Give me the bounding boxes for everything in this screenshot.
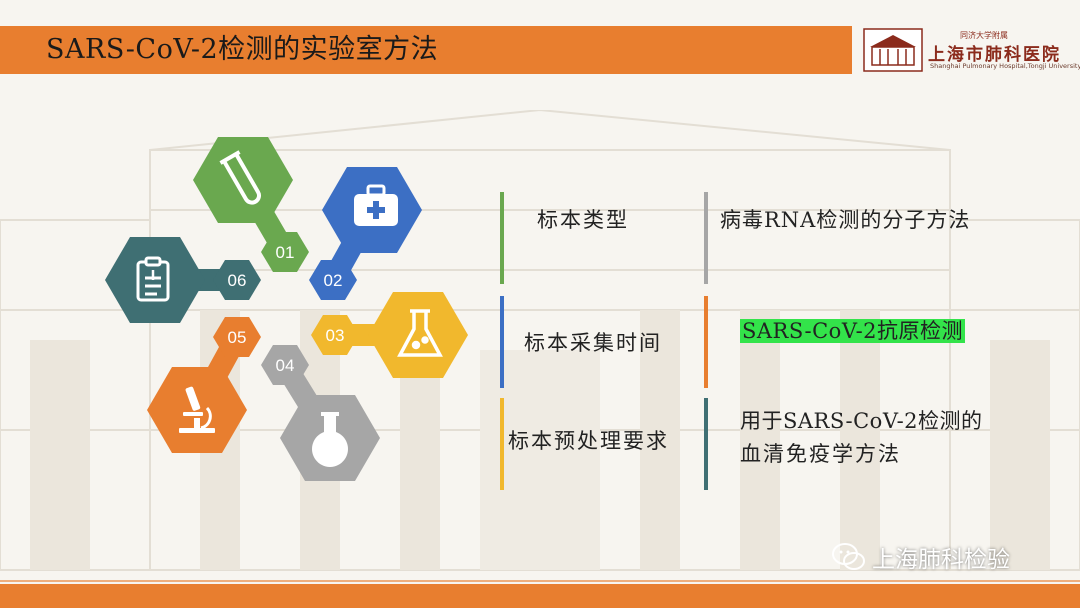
- row2-label-bar: [500, 296, 504, 388]
- logo-top-text: 同济大学附属: [960, 31, 1008, 40]
- page-title: SARS-CoV-2检测的实验室方法: [46, 34, 439, 65]
- logo-sub-text: Shanghai Pulmonary Hospital,Tongji Unive…: [930, 62, 1080, 70]
- row2-value-highlight: SARS-CoV-2抗原检测: [740, 319, 966, 343]
- row1-value-bar: [704, 192, 708, 284]
- wechat-icon: [832, 543, 865, 570]
- row1-label-bar: [500, 192, 504, 284]
- row2-value-bar: [704, 296, 708, 388]
- row2-value: SARS-CoV-2抗原检测: [740, 315, 966, 345]
- footer-line: [0, 580, 1080, 582]
- clipboard-icon: [136, 256, 170, 302]
- hexagon-06: 06: [105, 237, 261, 323]
- row2-label: 标本采集时间: [524, 331, 662, 355]
- hexagon-05: 05: [147, 317, 261, 453]
- medical-kit-icon: [354, 184, 398, 226]
- row3-value-bar: [704, 398, 708, 490]
- watermark-text: 上海肺科检验: [872, 547, 1010, 573]
- footer-bar: [0, 584, 1080, 608]
- row3-value-line1: 用于SARS-CoV-2检测的: [740, 409, 983, 433]
- hexagon-04-number: 04: [276, 356, 295, 375]
- row3-label: 标本预处理要求: [508, 429, 669, 453]
- hexagon-01-number: 01: [276, 243, 295, 262]
- watermark: 上海肺科检验: [832, 540, 1010, 574]
- row3-label-bar: [500, 398, 504, 490]
- microscope-icon: [179, 386, 215, 433]
- hexagon-05-number: 05: [228, 328, 247, 347]
- header-bar: [0, 26, 852, 74]
- row1-value: 病毒RNA检测的分子方法: [720, 208, 971, 232]
- logo-main-text: 上海市肺科医院: [928, 45, 1061, 65]
- hexagon-01: 01: [193, 137, 309, 272]
- test-tube-icon: [219, 150, 261, 205]
- row3-value-line2: 血清免疫学方法: [740, 442, 901, 466]
- hexagon-03: 03: [311, 292, 468, 378]
- hexagon-06-number: 06: [228, 271, 247, 290]
- row1-label: 标本类型: [537, 208, 629, 232]
- hexagon-02: 02: [309, 167, 422, 300]
- flask-icon: [397, 309, 443, 357]
- hexagon-04: 04: [261, 345, 380, 481]
- hexagon-02-number: 02: [324, 271, 343, 290]
- hexagon-03-number: 03: [326, 326, 345, 345]
- hospital-logo: [863, 28, 923, 72]
- round-flask-icon: [312, 412, 348, 467]
